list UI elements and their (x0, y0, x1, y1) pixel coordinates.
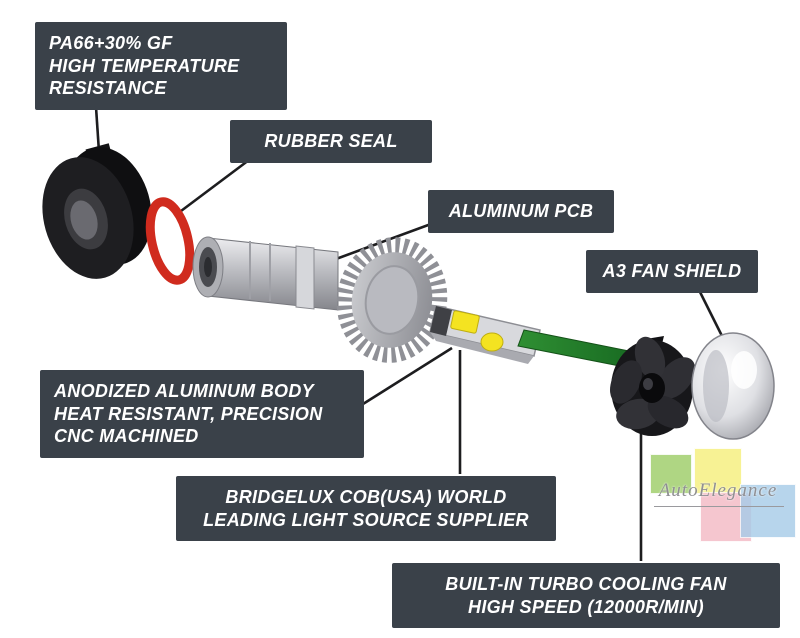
label-bridgelux-cob: BRIDGELUX COB(USA) WORLD LEADING LIGHT S… (176, 476, 556, 541)
brand-watermark: AutoElegance (642, 446, 796, 550)
fan-shield (691, 332, 775, 440)
label-text-line: LEADING LIGHT SOURCE SUPPLIER (203, 509, 529, 530)
cooling-fan (610, 336, 696, 436)
watermark-brand-text: AutoElegance (658, 480, 778, 501)
label-aluminum-pcb: ALUMINUM PCB (428, 190, 614, 233)
label-rubber-seal: RUBBER SEAL (230, 120, 432, 163)
label-text-line: RESISTANCE (49, 78, 167, 98)
label-pa66-high-temp: PA66+30% GF HIGH TEMPERATURE RESISTANCE (35, 22, 287, 110)
label-text-line: ALUMINUM PCB (448, 201, 594, 221)
watermark-square-blue (740, 484, 796, 538)
label-text-line: PA66+30% GF (49, 33, 173, 53)
heatsink-fins (336, 237, 448, 363)
label-text-line: HIGH TEMPERATURE (49, 55, 240, 76)
label-a3-fan-shield: A3 FAN SHIELD (586, 250, 758, 293)
rubber-o-ring (145, 197, 195, 285)
label-anodized-body: ANODIZED ALUMINUM BODY HEAT RESISTANT, P… (40, 370, 364, 458)
leader-lines (94, 106, 739, 561)
label-cooling-fan: BUILT-IN TURBO COOLING FAN HIGH SPEED (1… (392, 563, 780, 628)
label-text-line: BUILT-IN TURBO COOLING FAN (445, 574, 727, 594)
watermark-underline (654, 506, 784, 507)
watermark-square-green (650, 454, 692, 494)
label-text-line: BRIDGELUX COB(USA) WORLD (225, 487, 507, 507)
label-text-line: A3 FAN SHIELD (602, 261, 742, 281)
label-text-line: HEAT RESISTANT, PRECISION (54, 403, 323, 424)
led-pcb-assembly (429, 305, 635, 369)
label-text-line: HIGH SPEED (12000R/MIN) (468, 596, 704, 617)
bulb-body (192, 236, 339, 311)
label-text-line: ANODIZED ALUMINUM BODY (54, 381, 314, 401)
label-text-line: RUBBER SEAL (264, 131, 398, 151)
adapter-collar (42, 143, 152, 279)
label-text-line: CNC MACHINED (54, 426, 199, 446)
